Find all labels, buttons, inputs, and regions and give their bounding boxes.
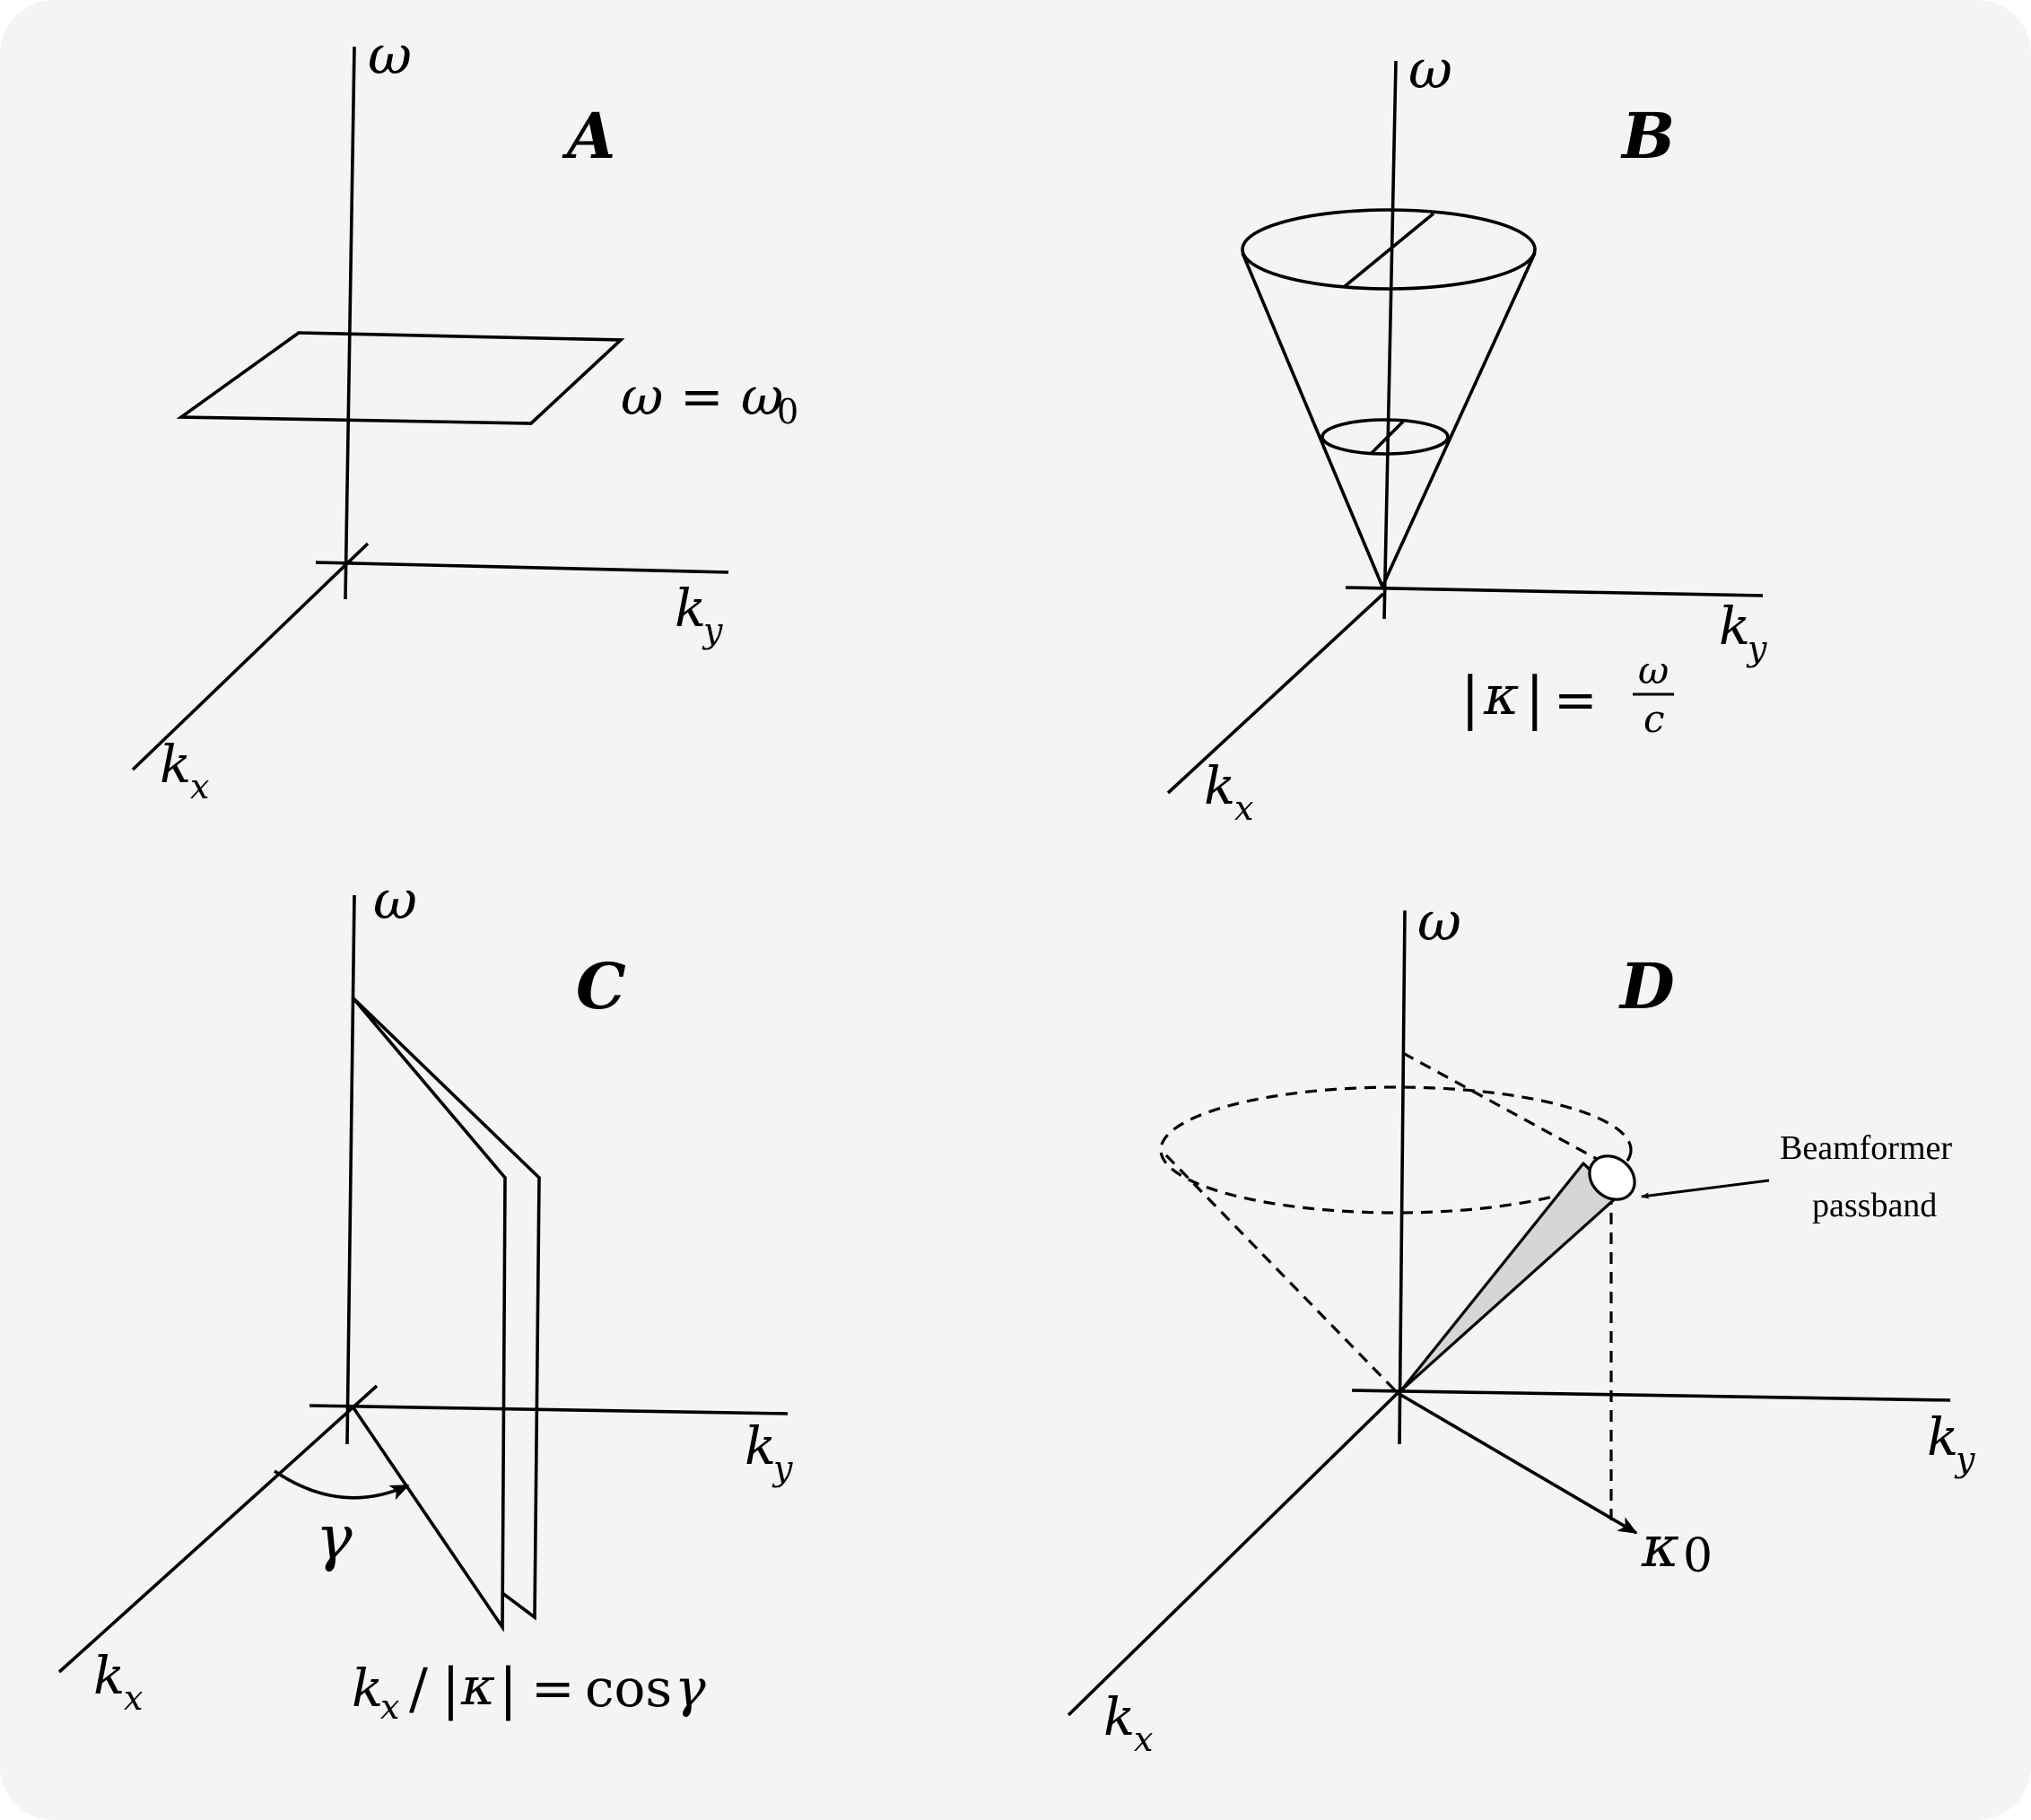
panel-d-passband-beam bbox=[1399, 1154, 1636, 1392]
panel-d-kappa-label: κ 0 bbox=[1641, 1514, 1713, 1583]
panel-d-beam-body bbox=[1399, 1162, 1619, 1392]
svg-text:k: k bbox=[675, 578, 706, 639]
svg-text:cos: cos bbox=[585, 1658, 672, 1719]
panel-d-omega-label: ω bbox=[1417, 891, 1461, 954]
svg-text:k: k bbox=[160, 734, 191, 795]
svg-text:=: = bbox=[680, 366, 724, 427]
panel-d: D Beamformer passband ω k y k x κ 0 bbox=[1067, 891, 1975, 1759]
panel-a-kx-label: k x bbox=[160, 734, 209, 806]
panel-b: B ω k y k x | κ | = ω c bbox=[1166, 39, 1767, 828]
panel-c-equation: k x / | κ | = cos γ bbox=[352, 1656, 706, 1727]
panel-c-kx-label: k x bbox=[93, 1645, 143, 1718]
panel-b-equation: | κ | = ω c bbox=[1460, 649, 1674, 741]
panel-c-ky-label: k y bbox=[745, 1415, 793, 1488]
svg-text:x: x bbox=[1234, 788, 1253, 828]
panel-b-ring-chord bbox=[1369, 420, 1405, 456]
svg-text:0: 0 bbox=[1683, 1529, 1713, 1583]
panel-c: C γ ω k y k x k x / | κ | = cos γ bbox=[57, 869, 793, 1727]
svg-text:κ: κ bbox=[1641, 1514, 1679, 1581]
svg-text:γ: γ bbox=[675, 1658, 706, 1719]
panel-b-cone-ring bbox=[1321, 418, 1450, 456]
svg-text:k: k bbox=[352, 1658, 383, 1719]
svg-text:ω: ω bbox=[621, 366, 663, 427]
svg-text:=: = bbox=[531, 1658, 575, 1719]
panel-c-omega-axis bbox=[345, 894, 356, 1445]
panel-c-plane-front bbox=[351, 996, 507, 1633]
svg-text:ω: ω bbox=[741, 366, 783, 427]
panel-d-dashed-cone bbox=[1159, 1051, 1633, 1521]
panel-d-omega-axis bbox=[1398, 910, 1407, 1445]
svg-text:=: = bbox=[1554, 669, 1598, 730]
svg-text:k: k bbox=[1719, 596, 1750, 657]
panel-d-kappa-vector bbox=[1397, 1391, 1638, 1535]
svg-text:x: x bbox=[190, 767, 209, 806]
panel-a-ky-label: k y bbox=[675, 578, 723, 650]
panel-d-ky-axis bbox=[1351, 1389, 1951, 1402]
svg-text:0: 0 bbox=[777, 392, 798, 431]
panel-c-omega-label: ω bbox=[373, 869, 417, 932]
panel-a-equation: ω = ω 0 bbox=[621, 366, 798, 431]
panel-b-cone bbox=[1241, 208, 1537, 588]
svg-text:y: y bbox=[771, 1449, 793, 1488]
panel-d-annotation-line2: passband bbox=[1812, 1187, 1937, 1224]
panel-c-gamma-label: γ bbox=[316, 1503, 353, 1574]
svg-text:y: y bbox=[1746, 629, 1767, 668]
panel-c-kx-axis bbox=[57, 1384, 379, 1674]
panel-d-ky-label: k y bbox=[1927, 1406, 1975, 1479]
svg-text:/: / bbox=[409, 1656, 428, 1721]
panel-d-title: D bbox=[1618, 949, 1675, 1023]
svg-text:y: y bbox=[1954, 1440, 1975, 1479]
svg-text:ω: ω bbox=[1638, 649, 1669, 692]
svg-text:k: k bbox=[93, 1645, 125, 1706]
svg-text:|: | bbox=[441, 1656, 460, 1721]
svg-text:k: k bbox=[745, 1415, 776, 1476]
svg-text:κ: κ bbox=[1483, 665, 1519, 727]
svg-text:k: k bbox=[1103, 1686, 1135, 1747]
panel-b-omega-axis bbox=[1382, 60, 1398, 620]
panel-a-kx-axis bbox=[131, 542, 370, 771]
panel-b-ky-axis bbox=[1345, 586, 1764, 597]
svg-text:|: | bbox=[499, 1656, 518, 1721]
panel-a-title: A bbox=[562, 99, 615, 173]
panel-d-annotation-line1: Beamformer bbox=[1780, 1129, 1952, 1167]
panel-c-angle-arrow bbox=[273, 1469, 410, 1501]
panel-d-annotation-arrow bbox=[1641, 1179, 1770, 1199]
panel-b-kx-axis bbox=[1166, 592, 1385, 795]
svg-text:x: x bbox=[124, 1678, 143, 1718]
panel-b-omega-label: ω bbox=[1408, 39, 1452, 101]
panel-a-omega-label: ω bbox=[368, 24, 412, 87]
panel-b-cone-top bbox=[1241, 208, 1537, 291]
panel-c-title: C bbox=[576, 949, 626, 1023]
panel-b-top-chord bbox=[1342, 212, 1435, 289]
panel-d-kx-label: k x bbox=[1103, 1686, 1153, 1759]
svg-text:x: x bbox=[380, 1687, 399, 1727]
panel-a-ky-axis bbox=[315, 561, 729, 574]
svg-text:κ: κ bbox=[460, 1656, 495, 1717]
panel-d-kx-axis bbox=[1067, 1391, 1399, 1717]
panel-b-kx-label: k x bbox=[1204, 755, 1253, 828]
panel-c-plane-back bbox=[351, 996, 541, 1621]
panel-c-planes bbox=[351, 996, 541, 1633]
panel-d-beam-cap bbox=[1588, 1154, 1636, 1201]
svg-text:|: | bbox=[1460, 666, 1480, 732]
svg-text:c: c bbox=[1643, 697, 1665, 741]
panel-a-plane bbox=[176, 331, 625, 425]
panel-c-ky-axis bbox=[309, 1404, 789, 1415]
svg-text:y: y bbox=[702, 611, 723, 650]
svg-text:|: | bbox=[1525, 666, 1545, 732]
panel-a-omega-axis bbox=[344, 46, 356, 600]
svg-text:k: k bbox=[1927, 1406, 1958, 1467]
panel-d-dashed-circle bbox=[1159, 1085, 1633, 1215]
panel-b-ky-label: k y bbox=[1719, 596, 1767, 668]
svg-text:k: k bbox=[1204, 755, 1235, 816]
panel-b-title: B bbox=[1620, 99, 1675, 173]
svg-text:x: x bbox=[1134, 1720, 1153, 1759]
panel-a: A ω k y k x ω = ω 0 bbox=[131, 24, 798, 806]
